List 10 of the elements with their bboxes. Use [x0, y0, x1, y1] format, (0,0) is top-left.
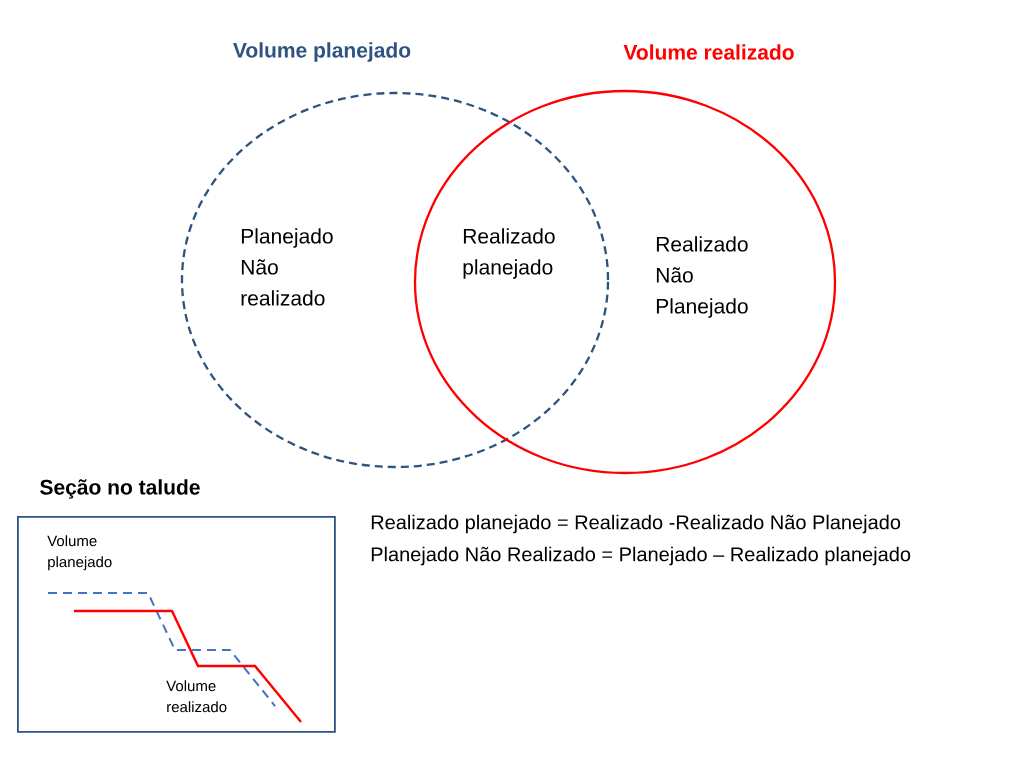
region-label: Planejado Não realizado [241, 228, 333, 306]
set-heading: Volume planejado [233, 42, 411, 62]
region-label: Realizado Não Planejado [656, 236, 748, 318]
section-heading: Seção no talude [40, 479, 200, 499]
profile-label: Volume planejado [47, 535, 112, 571]
profile-label: Volume realizado [166, 680, 227, 713]
region-label: Realizado planejado [463, 228, 555, 279]
formula-text: Planejado Não Realizado = Planejado – Realizado planejado [371, 546, 911, 566]
set-heading: Volume realizado [623, 44, 794, 60]
formula-text: Realizado planejado = Realizado -Realizado Não Planejado [371, 514, 901, 534]
